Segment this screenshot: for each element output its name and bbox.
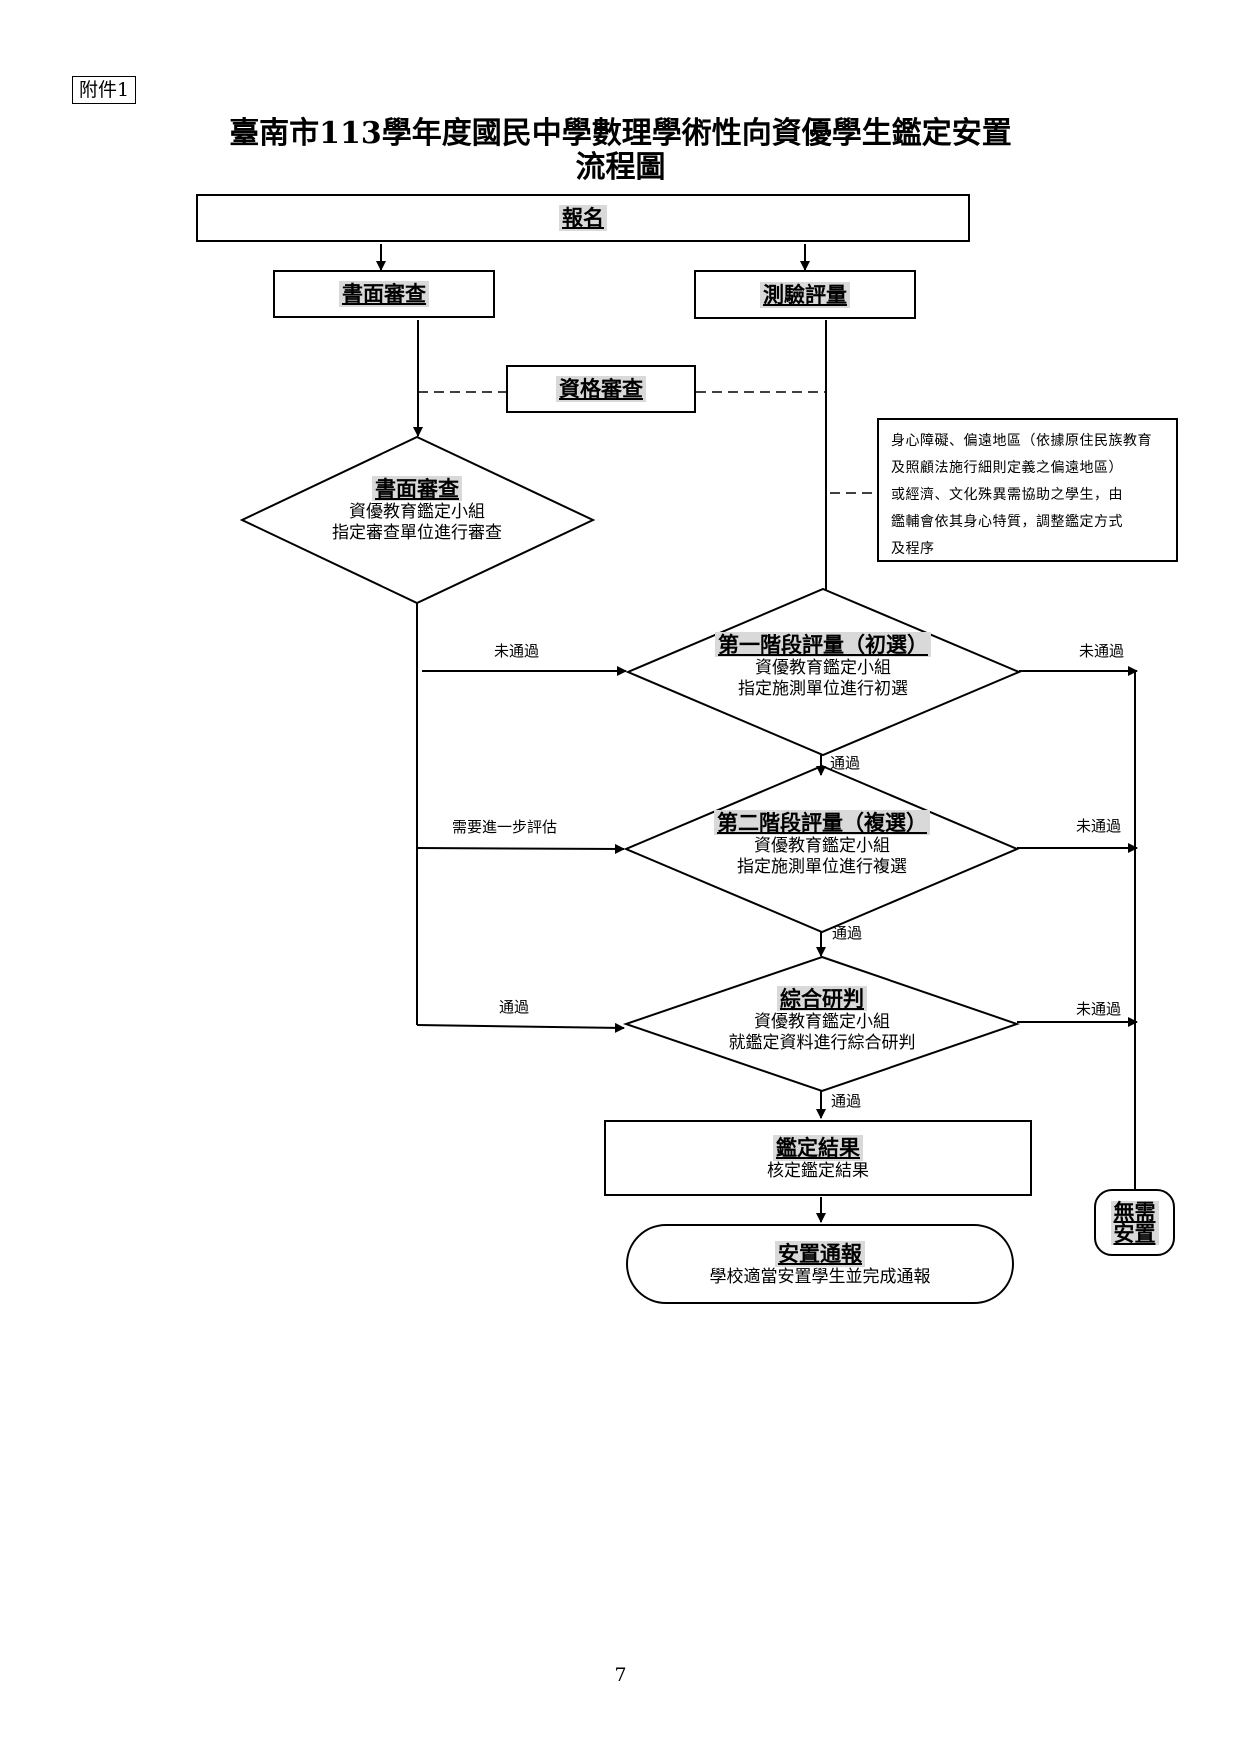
arrow-pass-to-comprehensive — [416, 1022, 625, 1033]
stage2-label: 第二階段評量（複選） — [714, 810, 930, 835]
doc-review-decision-line1: 資優教育鑑定小組 — [349, 502, 485, 522]
arrow-further-to-stage2 — [416, 843, 625, 854]
stage1-line1: 資優教育鑑定小組 — [755, 658, 891, 678]
qualification-label: 資格審查 — [556, 376, 646, 402]
no-placement-line1: 無需 — [1110, 1200, 1159, 1223]
page-number: 7 — [614, 1664, 627, 1686]
register-box: 報名 — [196, 194, 970, 242]
placement-line1: 學校適當安置學生並完成通報 — [709, 1266, 931, 1287]
stage2-text: 第二階段評量（複選） 資優教育鑑定小組 指定施測單位進行複選 — [692, 810, 952, 878]
doc-review-decision-line2: 指定審查單位進行審查 — [332, 523, 502, 543]
doc-review-label: 書面審查 — [339, 281, 429, 307]
note-line: 或經濟、文化殊異需協助之學生，由 — [891, 487, 1123, 503]
result-label: 鑑定結果 — [773, 1134, 863, 1161]
stage1-text: 第一階段評量（初選） 資優教育鑑定小組 指定施測單位進行初選 — [693, 632, 953, 700]
edge-label-stage1-fail: 未通過 — [1079, 642, 1125, 660]
edge-label-further-eval: 需要進一步評估 — [452, 818, 558, 836]
qualification-box: 資格審查 — [506, 365, 696, 413]
stage2-line2: 指定施測單位進行複選 — [737, 857, 907, 877]
test-eval-label: 測驗評量 — [760, 281, 850, 308]
result-line1: 核定鑑定結果 — [767, 1160, 869, 1181]
note-line: 及程序 — [891, 541, 935, 557]
note-line: 鑑輔會依其身心特質，調整鑑定方式 — [891, 514, 1123, 530]
no-placement-box: 無需 安置 — [1094, 1189, 1175, 1256]
comprehensive-line1: 資優教育鑑定小組 — [754, 1012, 890, 1032]
edge-label-stage2-fail: 未通過 — [1076, 817, 1122, 835]
test-eval-box: 測驗評量 — [694, 270, 916, 319]
stage2-line1: 資優教育鑑定小組 — [754, 836, 890, 856]
stage1-label: 第一階段評量（初選） — [715, 632, 931, 657]
no-placement-line2: 安置 — [1110, 1222, 1159, 1245]
edge-label-comprehensive-pass: 通過 — [831, 1092, 862, 1110]
attachment-label: 附件1 — [72, 76, 137, 104]
diamond-stage1 — [625, 587, 1022, 757]
special-needs-note: 身心障礙、偏遠地區（依據原住民族教育 及照顧法施行細則定義之偏遠地區） 或經濟、… — [877, 418, 1178, 562]
edge-label-comprehensive-fail: 未通過 — [1076, 1000, 1122, 1018]
note-line: 身心障礙、偏遠地區（依據原住民族教育 — [891, 433, 1152, 449]
doc-review-decision-text: 書面審查 資優教育鑑定小組 指定審查單位進行審查 — [297, 476, 537, 544]
comprehensive-line2: 就鑑定資料進行綜合研判 — [728, 1033, 916, 1053]
doc-review-box: 書面審查 — [273, 270, 495, 318]
comprehensive-text: 綜合研判 資優教育鑑定小組 就鑑定資料進行綜合研判 — [692, 986, 952, 1054]
result-box: 鑑定結果 核定鑑定結果 — [604, 1120, 1032, 1196]
edge-label-fail-to-stage1: 未通過 — [494, 642, 540, 660]
stage1-line2: 指定施測單位進行初選 — [738, 679, 908, 699]
edge-label-stage2-pass: 通過 — [832, 924, 863, 942]
page-title-line1: 臺南市113學年度國民中學數理學術性向資優學生鑑定安置 — [229, 116, 1012, 151]
register-label: 報名 — [559, 205, 607, 231]
edge-label-pass-to-comprehensive: 通過 — [499, 998, 530, 1016]
placement-label: 安置通報 — [775, 1240, 865, 1267]
comprehensive-label: 綜合研判 — [777, 986, 867, 1011]
page-title-line2: 流程圖 — [575, 150, 666, 185]
doc-review-decision-label: 書面審查 — [372, 476, 462, 501]
placement-box: 安置通報 學校適當安置學生並完成通報 — [626, 1224, 1014, 1304]
edge-label-stage1-pass: 通過 — [830, 754, 861, 772]
note-line: 及照顧法施行細則定義之偏遠地區） — [891, 460, 1123, 476]
